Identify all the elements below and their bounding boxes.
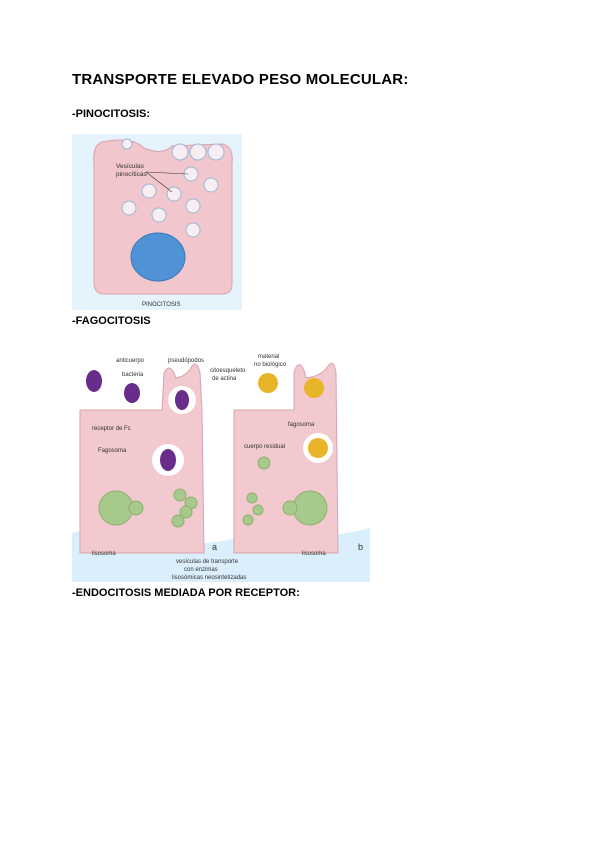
panel-label-a: a [212,542,217,552]
nucleus [130,232,186,282]
label-material-2: no biológico [254,362,287,368]
page-title: TRANSPORTE ELEVADO PESO MOLECULAR: [72,71,409,88]
label-receptor: receptor de Fc [92,426,131,432]
lysosomes [98,456,328,528]
pinocitosis-figure: Vesículas pinocíticas PINOCITOSIS [72,134,242,310]
label-pseudopodos: pseudópodos [168,358,204,364]
label-bacteria: bacteria [122,372,144,378]
label-lisosoma-b: lisosoma [302,551,326,557]
bacteria [86,370,196,476]
label-citoesqueleto: citoesqueleto [210,368,246,374]
label-vesiculas-3: lisosómicas neosintetizadas [172,575,246,581]
label-material: material [258,354,279,360]
pinocytic-vesicles [121,138,225,238]
fagocitosis-figure: anticuerpo bacteria pseudópodos citoesqu… [72,348,370,582]
panel-label-b: b [358,542,363,552]
label-citoesqueleto-2: de actina [212,376,237,382]
label-anticuerpo: anticuerpo [116,358,145,364]
label-fagosoma-a: Fagosoma [98,448,127,454]
heading-endocitosis: -ENDOCITOSIS MEDIADA POR RECEPTOR: [72,587,300,599]
heading-fagocitosis: -FAGOCITOSIS [72,315,151,327]
label-lisosoma-a: lisosoma [92,551,116,557]
label-vesicles: Vesículas [116,163,145,170]
label-fagosoma-b: fagosoma [288,422,315,428]
heading-pinocitosis: -PINOCITOSIS: [72,108,151,120]
label-vesiculas: vesículas de transporte [176,559,239,565]
label-vesiculas-2: con enzimas [184,567,218,573]
label-vesicles-2: pinocíticas [116,171,147,178]
particles [258,373,333,463]
figure-caption: PINOCITOSIS [142,302,181,308]
label-cuerpo-residual: cuerpo residual [244,444,285,450]
